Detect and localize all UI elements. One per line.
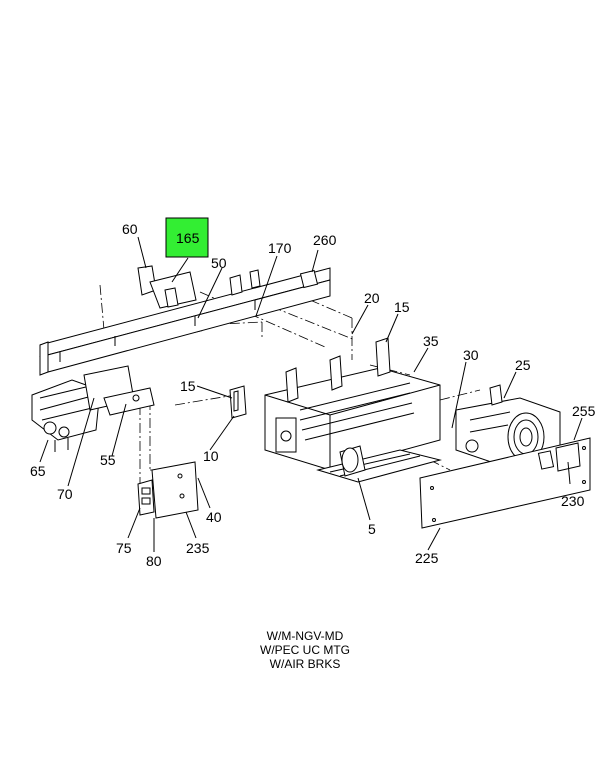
callout-60[interactable]: 60 [122,221,138,237]
callout-50[interactable]: 50 [211,255,227,271]
callout-40[interactable]: 40 [206,509,222,525]
side-panel [419,437,591,529]
callout-15-upper[interactable]: 15 [394,299,410,315]
control-module [137,461,199,519]
callout-225[interactable]: 225 [415,550,439,566]
bracket-assembly [137,265,261,309]
callout-230[interactable]: 230 [561,493,585,509]
callout-15-lower[interactable]: 15 [180,378,196,394]
callout-55[interactable]: 55 [100,452,116,468]
callout-260[interactable]: 260 [313,232,337,248]
callout-170[interactable]: 170 [268,240,292,256]
callout-25[interactable]: 25 [515,357,531,373]
callout-70[interactable]: 70 [57,486,73,502]
callout-20[interactable]: 20 [364,290,380,306]
callout-65[interactable]: 65 [30,463,46,479]
callout-255[interactable]: 255 [572,403,596,419]
small-bracket [229,385,247,419]
battery-step-box [264,337,442,483]
mounting-plates [83,365,155,416]
diagram-caption: W/M-NGV-MD W/PEC UC MTG W/AIR BRKS [0,629,610,671]
callout-165-highlight[interactable] [165,217,209,258]
callout-5[interactable]: 5 [368,521,376,537]
caption-line-2: W/PEC UC MTG [260,643,350,657]
callout-165[interactable]: 165 [176,230,200,246]
callout-35[interactable]: 35 [423,333,439,349]
callout-80[interactable]: 80 [146,553,162,569]
callout-30[interactable]: 30 [463,347,479,363]
callout-75[interactable]: 75 [116,540,132,556]
callout-labels: 60 165 50 170 260 20 15 35 30 25 255 230… [30,221,596,569]
callout-10[interactable]: 10 [203,448,219,464]
frame-rail [39,267,331,376]
callout-leaders [39,236,583,552]
air-dryer [31,379,101,452]
caption-line-3: W/AIR BRKS [269,657,341,671]
callout-235[interactable]: 235 [186,540,210,556]
caption-line-1: W/M-NGV-MD [266,629,344,643]
